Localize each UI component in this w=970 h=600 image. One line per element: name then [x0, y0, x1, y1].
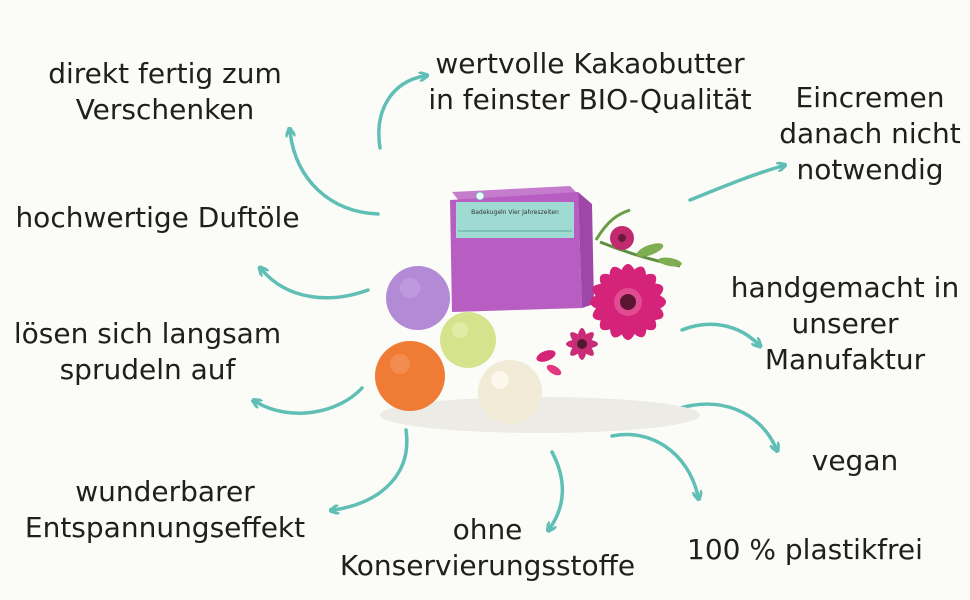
feature-relax: wunderbarer Entspannungseffekt [24, 475, 306, 544]
ball-orange [375, 341, 445, 411]
feature-preservatives: ohne Konservierungsstoffe [339, 513, 636, 582]
ball-green [440, 312, 496, 368]
arrow-preservatives [550, 450, 564, 528]
ball-purple [386, 266, 450, 330]
feature-fizz: lösen sich langsam sprudeln auf [13, 317, 282, 386]
feature-cocoa: wertvolle Kakaobutter in feinster BIO-Qu… [428, 47, 752, 116]
arrow-plastic [610, 432, 698, 496]
feature-oils: hochwertige Duftöle [15, 201, 300, 234]
arrow-cocoa [377, 76, 424, 150]
feature-cream: Eincremen danach nicht notwendig [779, 81, 961, 186]
ball-cream [478, 360, 542, 424]
arrow-vegan [672, 402, 776, 448]
arrow-relax [334, 428, 409, 510]
arrow-handmade [680, 322, 758, 344]
box-label: Badekugeln Vier Jahreszeiten [471, 209, 559, 216]
gift-box: Badekugeln Vier Jahreszeiten [450, 186, 594, 312]
feature-vegan: vegan [811, 444, 899, 477]
arrow-oils [262, 270, 370, 300]
arrow-cream [688, 166, 782, 202]
arrow-fizz [256, 386, 364, 415]
feature-handmade: handgemacht in unserer Manufaktur [730, 271, 960, 376]
arrow-gift [290, 132, 380, 216]
feature-gift: direkt fertig zum Verschenken [48, 57, 282, 126]
feature-plastic: 100 % plastikfrei [687, 533, 923, 566]
product-image: Badekugeln Vier Jahreszeiten [375, 186, 700, 433]
flower [590, 264, 666, 340]
